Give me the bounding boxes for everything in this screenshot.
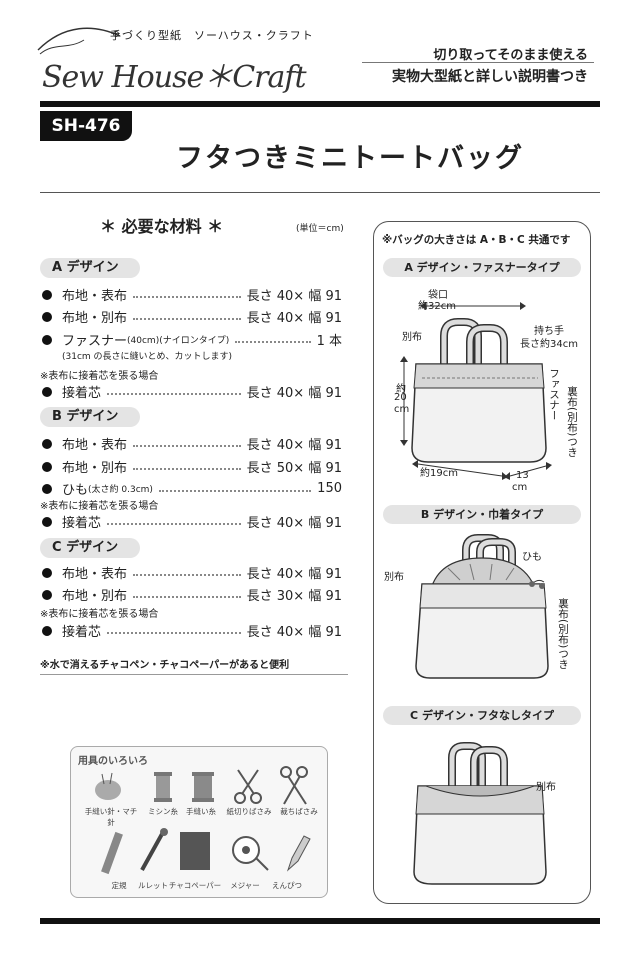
tracing-wheel-icon: [140, 828, 168, 871]
tool-label: 手縫い糸: [186, 807, 216, 816]
tool-label: チャコペーパー: [168, 881, 222, 890]
cord-label: ひも: [522, 552, 542, 563]
bullet-icon: [42, 567, 52, 578]
bullet-icon: [42, 386, 52, 397]
bag-c-illustration: [413, 742, 547, 885]
chalk-paper-icon: [180, 832, 210, 870]
tool-label: ミシン糸: [148, 807, 178, 816]
tagline-1: 切り取ってそのまま使える: [433, 48, 588, 63]
material-row: 布地・別布長さ 40× 幅 91: [42, 307, 342, 326]
contrast-label-b: 別布: [384, 572, 404, 583]
unit-note: (単位＝cm): [296, 224, 344, 234]
title-divider: [40, 192, 600, 193]
width-label: 約19cm: [420, 468, 458, 479]
depth-label-1: 13: [516, 470, 529, 481]
contrast-label-a: 別布: [402, 332, 422, 343]
tool-label: えんぴつ: [272, 881, 302, 890]
diagram-panel: [373, 221, 591, 904]
material-row: 布地・表布長さ 40× 幅 91: [42, 563, 342, 582]
brand-subtitle: 手づくり型紙 ソーハウス・クラフト: [110, 29, 314, 42]
diagram-b-label: B デザイン・巾着タイプ: [383, 505, 581, 524]
opening-label: 袋口: [428, 290, 448, 301]
bullet-icon: [42, 625, 52, 636]
height-label-1: 約: [396, 384, 406, 395]
needle-thread-icon: [37, 27, 121, 55]
size-note: ※バッグの大きさは A・B・C 共通です: [382, 234, 571, 246]
pencil-icon: [286, 835, 311, 872]
bag-b-illustration: [415, 534, 549, 679]
material-row: 接着芯長さ 40× 幅 91: [42, 621, 342, 640]
pincushion-icon: [95, 772, 121, 800]
tool-label: 裁ちばさみ: [280, 807, 318, 816]
height-label-2: 20: [394, 392, 407, 403]
handle-label: 持ち手: [534, 326, 564, 337]
tools-row-2-icons: [101, 828, 311, 875]
tagline-divider: [362, 62, 594, 63]
spool-icon: [154, 772, 172, 802]
section-c-label: C デザイン: [40, 538, 140, 558]
bullet-icon: [42, 438, 52, 449]
material-row: 接着芯長さ 40× 幅 91: [42, 512, 342, 531]
tool-label: 定規: [111, 881, 127, 890]
bullet-icon: [42, 289, 52, 300]
tip-note: ※水で消えるチャコペン・チャコペーパーがあると便利: [40, 660, 290, 671]
handle-length: 長さ約34cm: [520, 339, 578, 350]
material-row: ひも(太さ約 0.3cm)150: [42, 479, 342, 498]
tool-label: メジャー: [230, 881, 260, 890]
tool-label: ルレット: [138, 881, 168, 890]
material-row: 布地・別布長さ 50× 幅 91: [42, 457, 342, 476]
tape-measure-icon: [232, 836, 269, 871]
tools-panel: [70, 746, 328, 898]
tagline-2: 実物大型紙と詳しい説明書つき: [392, 69, 588, 85]
tool-label: 手縫い針・マチ針: [84, 807, 138, 827]
note-divider: [40, 674, 348, 675]
interfacing-note: ※表布に接着芯を張る場合: [40, 609, 159, 620]
zipper-note: (31cm の長さに縫いとめ、カットします): [62, 352, 233, 362]
lining-label-b: 裏布(別布)つき: [557, 598, 569, 670]
interfacing-note: ※表布に接着芯を張る場合: [40, 501, 159, 512]
lining-label-a: 裏布(別布)つき: [566, 386, 578, 458]
opening-size: 約32cm: [418, 301, 456, 312]
material-row: 布地・表布長さ 40× 幅 91: [42, 285, 342, 304]
fabric-scissors-icon: [280, 766, 308, 805]
bag-a-illustration: [400, 302, 552, 480]
zipper-label: ファスナー: [548, 368, 560, 421]
bottom-rule: [40, 918, 600, 924]
bullet-icon: [42, 483, 52, 494]
materials-title: ＊ 必要な材料 ＊: [100, 217, 224, 236]
ruler-icon: [101, 831, 123, 875]
page-title: フタつきミニトートバッグ: [176, 143, 524, 174]
paper-scissors-icon: [234, 769, 262, 804]
material-row: ファスナー(40cm)(ナイロンタイプ)1 本: [42, 330, 342, 349]
depth-label-2: cm: [512, 482, 528, 493]
material-row: 接着芯長さ 40× 幅 91: [42, 382, 342, 401]
thread-icon: [192, 772, 214, 802]
material-row: 布地・表布長さ 40× 幅 91: [42, 434, 342, 453]
tools-row-1-icons: [95, 766, 308, 805]
brand-logo: Sew House＊Craft: [42, 60, 307, 95]
interfacing-note: ※表布に接着芯を張る場合: [40, 371, 159, 382]
contrast-label-c: 別布: [536, 782, 556, 793]
height-label-3: cm: [394, 404, 410, 415]
top-rule: [40, 101, 600, 107]
bullet-icon: [42, 334, 52, 345]
bullet-icon: [42, 516, 52, 527]
bullet-icon: [42, 461, 52, 472]
tools-title: 用具のいろいろ: [78, 756, 148, 767]
bullet-icon: [42, 589, 52, 600]
material-row: 布地・別布長さ 30× 幅 91: [42, 585, 342, 604]
section-b-label: B デザイン: [40, 407, 140, 427]
diagram-c-label: C デザイン・フタなしタイプ: [383, 706, 581, 725]
bullet-icon: [42, 311, 52, 322]
product-code: SH-476: [40, 111, 132, 141]
section-a-label: A デザイン: [40, 258, 140, 278]
diagram-a-label: A デザイン・ファスナータイプ: [383, 258, 581, 277]
tool-label: 紙切りばさみ: [226, 807, 272, 816]
